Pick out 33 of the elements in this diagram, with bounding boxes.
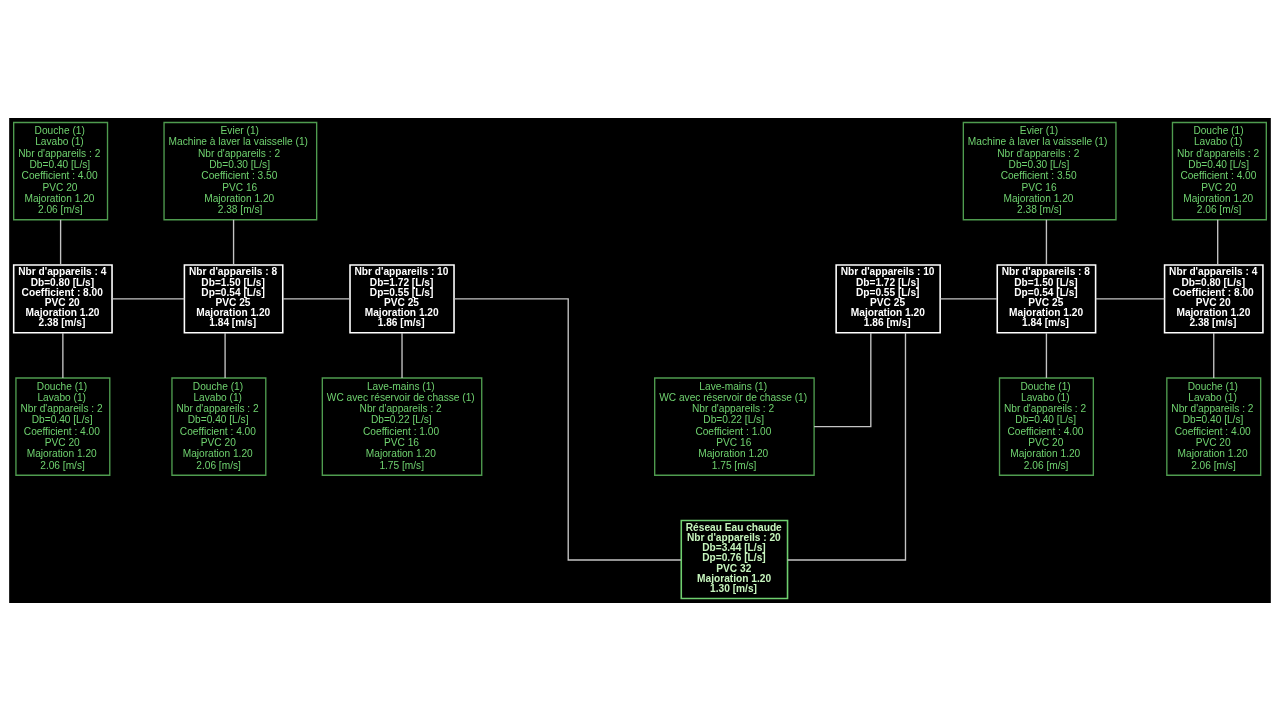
node-box: Douche (1) Lavabo (1) Nbr d'appareils : 2 Db=0.40 [L/s] Coefficient : 4.00 PVC 20 Majoration 1.20 2.06 [m/s]	[13, 121, 109, 220]
node-box: Nbr d'appareils : 10 Db=1.72 [L/s] Dp=0.55 [L/s] PVC 25 Majoration 1.20 1.86 [m/s]	[349, 263, 455, 334]
node-box: Nbr d'appareils : 4 Db=0.80 [L/s] Coefficient : 8.00 PVC 20 Majoration 1.20 2.38 [m/s]	[12, 263, 113, 334]
node-box: Douche (1) Lavabo (1) Nbr d'appareils : 2 Db=0.40 [L/s] Coefficient : 4.00 PVC 20 Majoration 1.20 2.06 [m/s]	[1171, 121, 1267, 220]
node-box: Lave-mains (1) WC avec réservoir de chasse (1) Nbr d'appareils : 2 Db=0.22 [L/s] Coefficient : 1.00 PVC 16 Majoration 1.20 1.75 [m/s]	[654, 376, 815, 476]
node-box: Nbr d'appareils : 4 Db=0.80 [L/s] Coefficient : 8.00 PVC 20 Majoration 1.20 2.38 [m/s]	[1163, 263, 1264, 334]
connector	[59, 218, 62, 265]
connector	[111, 297, 185, 300]
connector	[1095, 297, 1166, 300]
connector	[62, 331, 64, 379]
node-box: Nbr d'appareils : 8 Db=1.50 [L/s] Dp=0.54 [L/s] PVC 25 Majoration 1.20 1.84 [m/s]	[996, 263, 1097, 334]
connector	[1217, 218, 1219, 265]
node-box: Réseau Eau chaude Nbr d'appareils : 20 Db=3.44 [L/s] Dp=0.76 [L/s] PVC 32 Majoration 1.20 1.30 [m/s]	[680, 519, 789, 599]
connector	[453, 297, 682, 561]
node-box: Douche (1) Lavabo (1) Nbr d'appareils : 2 Db=0.40 [L/s] Coefficient : 4.00 PVC 20 Majoration 1.20 2.06 [m/s]	[15, 376, 111, 476]
connector	[282, 297, 351, 300]
connector	[939, 297, 998, 300]
connector	[224, 331, 226, 379]
node-box: Douche (1) Lavabo (1) Nbr d'appareils : 2 Db=0.40 [L/s] Coefficient : 4.00 PVC 20 Majoration 1.20 2.06 [m/s]	[171, 376, 267, 476]
connector	[232, 218, 235, 265]
connector	[786, 331, 907, 561]
node-box: Nbr d'appareils : 8 Db=1.50 [L/s] Dp=0.54 [L/s] PVC 25 Majoration 1.20 1.84 [m/s]	[183, 263, 284, 334]
node-box: Nbr d'appareils : 10 Db=1.72 [L/s] Dp=0.55 [L/s] PVC 25 Majoration 1.20 1.86 [m/s]	[835, 263, 941, 334]
node-box: Douche (1) Lavabo (1) Nbr d'appareils : 2 Db=0.40 [L/s] Coefficient : 4.00 PVC 20 Majoration 1.20 2.06 [m/s]	[1166, 376, 1262, 476]
node-box: Evier (1) Machine à laver la vaisselle (1) Nbr d'appareils : 2 Db=0.30 [L/s] Coefficient : 3.50 PVC 16 Majoration 1.20 2.38 [m/s]	[962, 121, 1117, 220]
connector	[1045, 331, 1048, 379]
connector	[1213, 331, 1215, 379]
connector	[401, 331, 403, 379]
connector	[813, 331, 872, 427]
node-box: Lave-mains (1) WC avec réservoir de chasse (1) Nbr d'appareils : 2 Db=0.22 [L/s] Coefficient : 1.00 PVC 16 Majoration 1.20 1.75 [m/s]	[321, 376, 483, 476]
node-box: Evier (1) Machine à laver la vaisselle (1) Nbr d'appareils : 2 Db=0.30 [L/s] Coefficient : 3.50 PVC 16 Majoration 1.20 2.38 [m/s]	[163, 121, 318, 220]
connector	[1045, 218, 1048, 265]
node-box: Douche (1) Lavabo (1) Nbr d'appareils : 2 Db=0.40 [L/s] Coefficient : 4.00 PVC 20 Majoration 1.20 2.06 [m/s]	[998, 376, 1094, 476]
